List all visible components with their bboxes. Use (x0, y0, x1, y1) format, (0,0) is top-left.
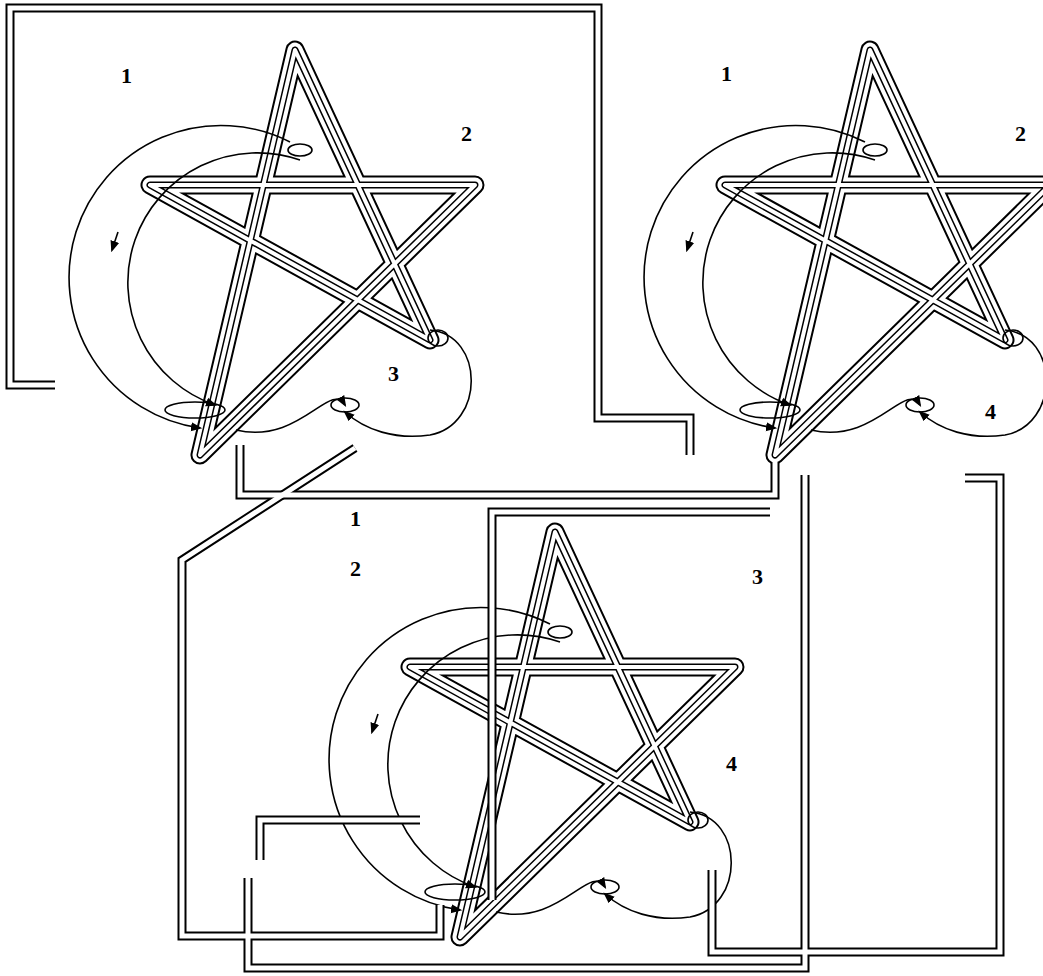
callout-number: 4 (723, 752, 740, 776)
callout-number: 3 (749, 565, 766, 589)
callout-number: 3 (385, 362, 402, 386)
callout-number: 1 (118, 64, 135, 88)
surgery-picture (644, 50, 1043, 455)
surgery-picture (329, 532, 735, 937)
callout-number: 4 (982, 400, 999, 424)
callout-number: 1 (347, 507, 364, 531)
callout-number: 1 (718, 62, 735, 86)
callout-number: 2 (347, 557, 364, 581)
callout-number: 2 (1012, 122, 1029, 146)
connecting-band (10, 8, 1000, 968)
callout-number: 2 (458, 122, 475, 146)
surgery-picture (69, 50, 475, 455)
